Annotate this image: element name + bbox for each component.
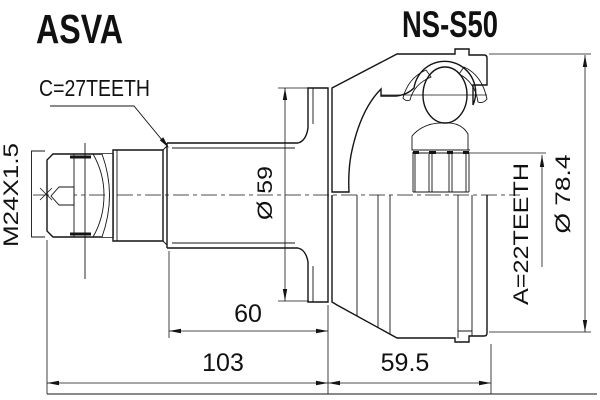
- outer-race-wall: [331, 48, 488, 193]
- boot-seat-flange: [297, 87, 329, 303]
- part-number-label: NS-S50: [402, 4, 498, 45]
- thread-major-bar: [70, 155, 91, 159]
- centerline: [33, 187, 520, 201]
- leader-arrow-icon: [159, 137, 169, 148]
- inner-race: [411, 122, 469, 151]
- threaded-stub: [46, 143, 114, 279]
- dim-60-label: 60: [234, 300, 262, 328]
- shaft-diameter-label: Ø 59: [254, 166, 277, 220]
- boot-groove-lines: [356, 195, 391, 334]
- thread-size-label: M24X1.5: [0, 143, 23, 247]
- outer-diameter-label: Ø 78.4: [552, 154, 575, 233]
- thread-major-bar: [70, 232, 91, 236]
- outer-spline-teeth-callout: C=27TEETH: [39, 75, 150, 101]
- shaft-neck-section: [112, 145, 168, 246]
- dim-59-5-label: 59.5: [381, 349, 430, 377]
- center-mark-icon: [39, 187, 53, 201]
- dim-103-label: 103: [202, 349, 244, 377]
- spline-shaft-section: [166, 142, 298, 249]
- bearing-cage-right: [458, 66, 488, 104]
- thread-length-bracket: [31, 150, 45, 238]
- bell-housing-exterior: [331, 195, 488, 343]
- mouth-step-lines: [457, 195, 473, 338]
- bearing-cage-left: [402, 69, 432, 102]
- bell-housing-section: [331, 48, 488, 193]
- inner-spline-teeth-label: A=22TEETH: [510, 163, 533, 305]
- spline-callout-leader: [50, 105, 169, 148]
- brand-logo: ASVA: [36, 6, 123, 52]
- dimension-lines: [46, 53, 591, 394]
